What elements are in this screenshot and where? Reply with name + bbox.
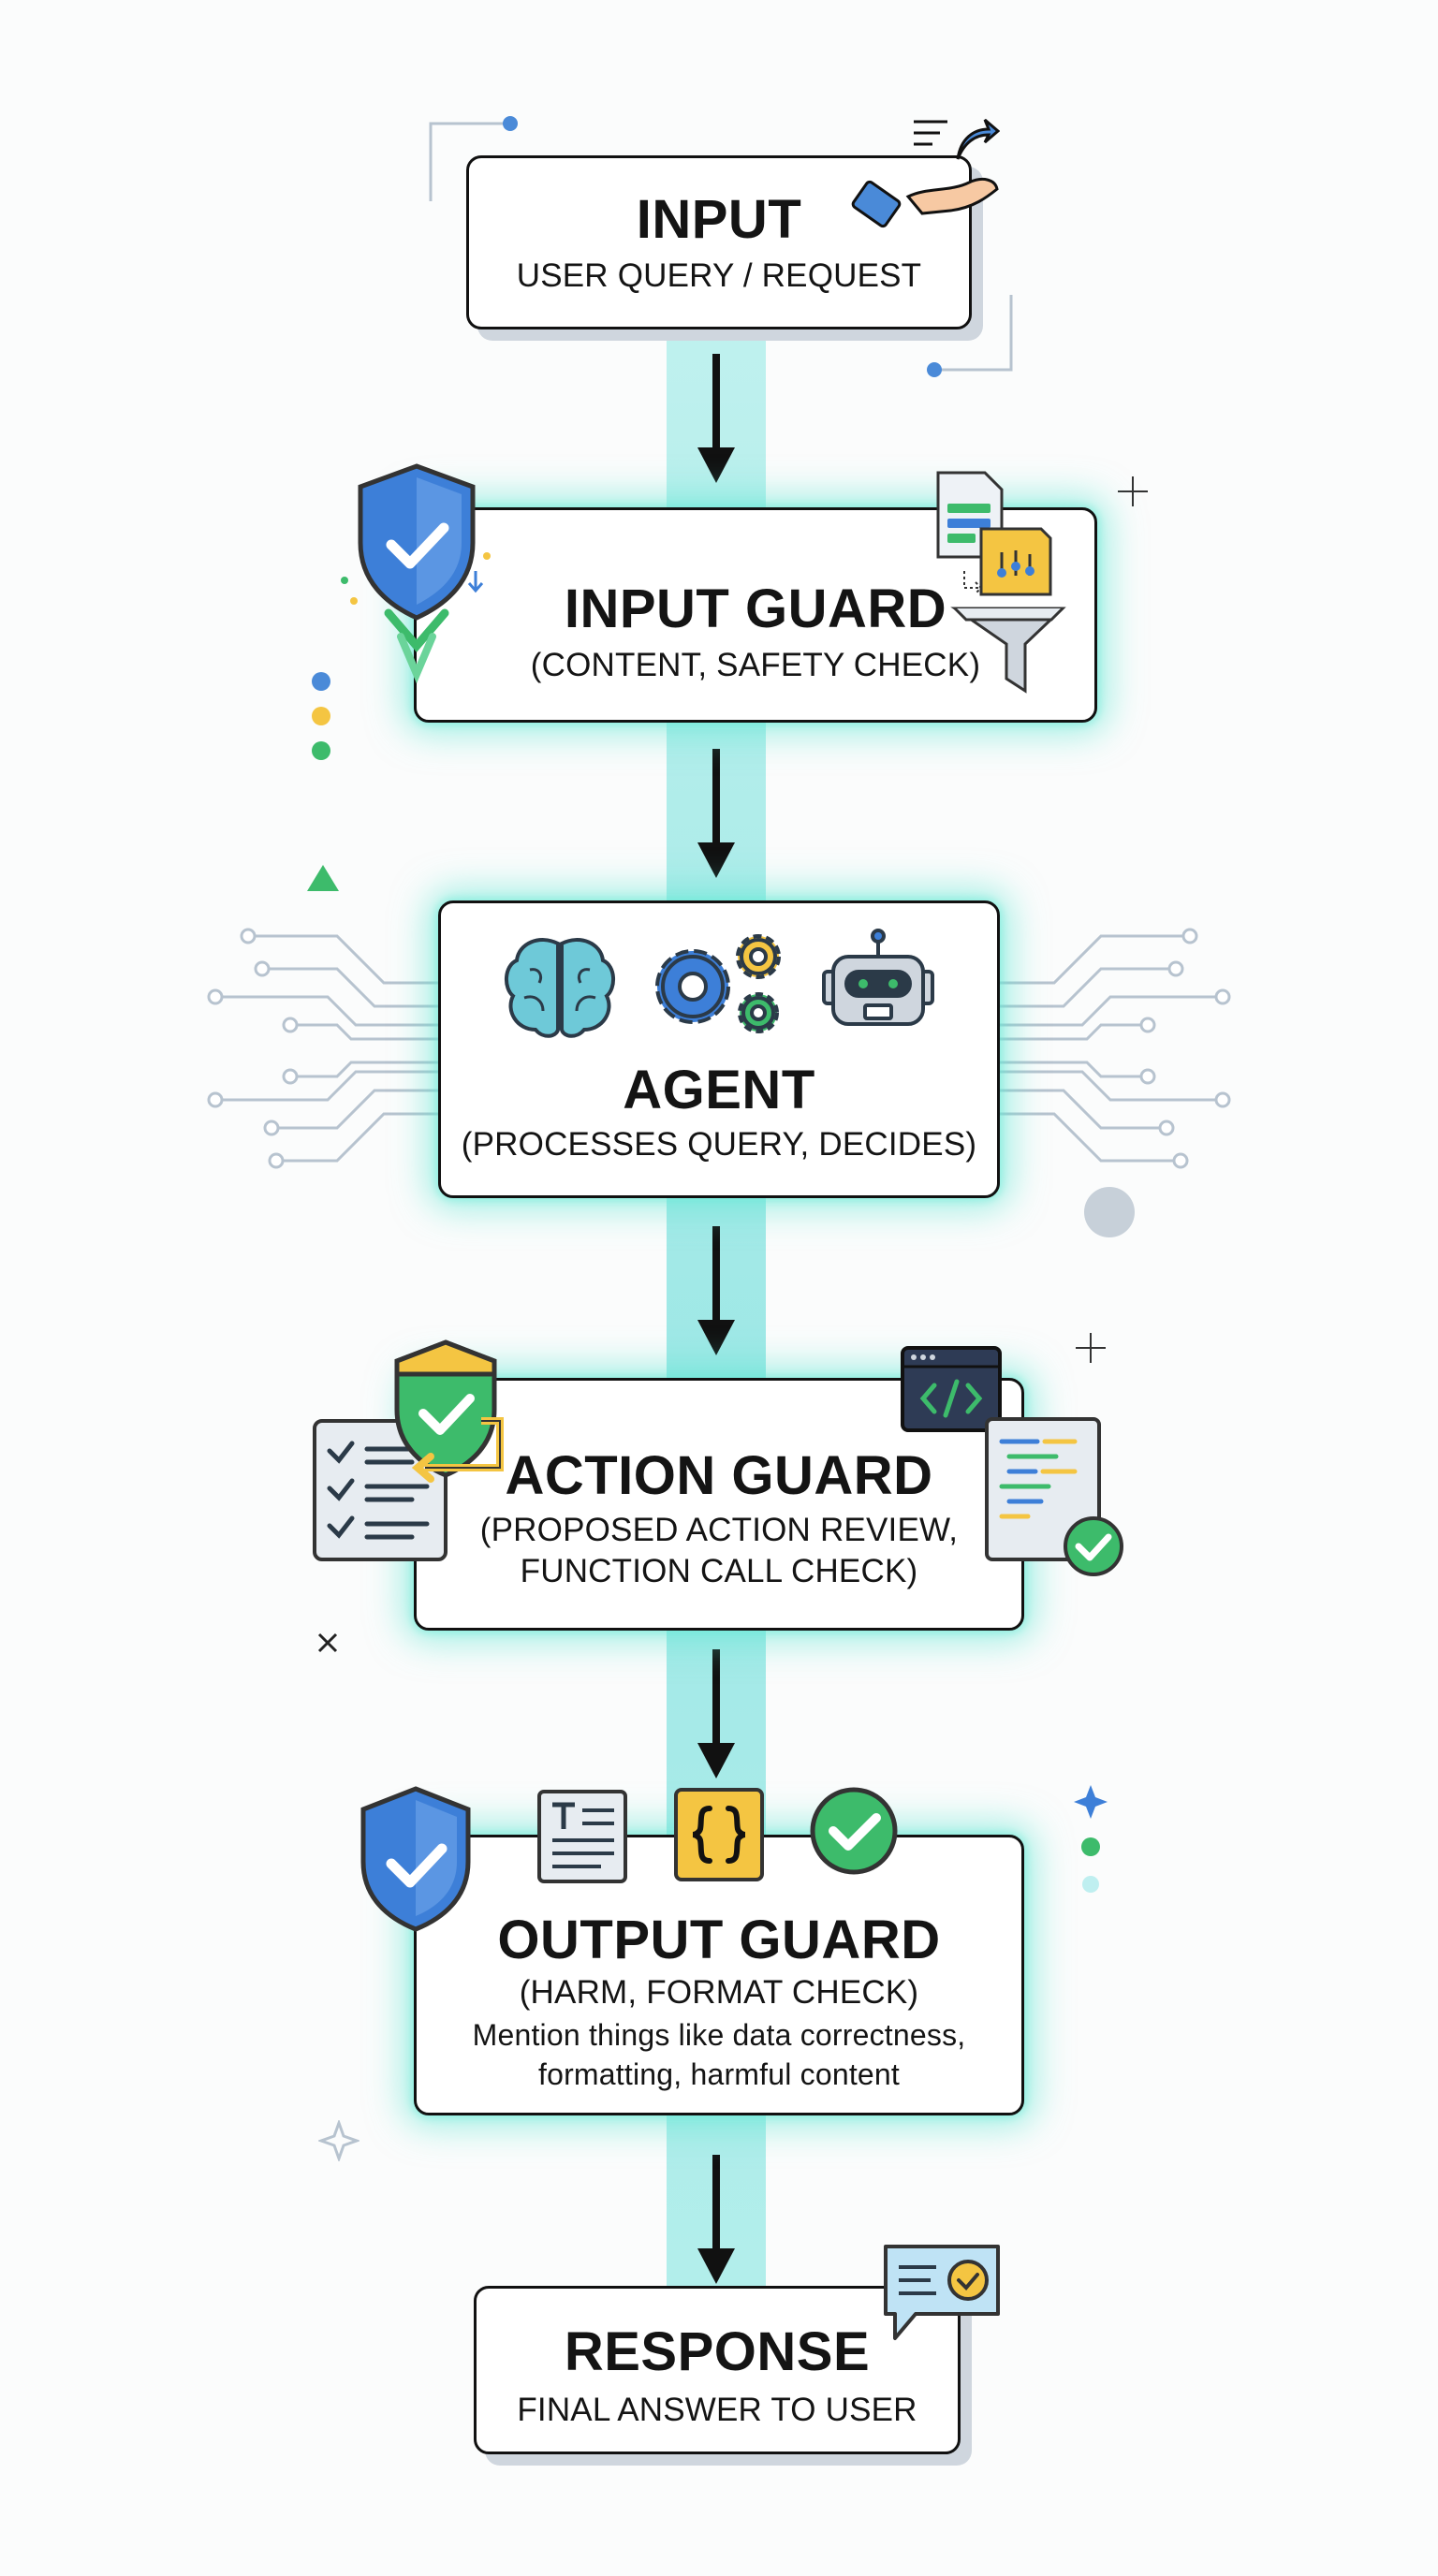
corner-line-decoration: [429, 116, 518, 201]
step-subtitle: (PROCESSES QUERY, DECIDES): [461, 1126, 977, 1163]
code-file-check-icon: [985, 1417, 1123, 1576]
down-arrow-icon: [697, 2155, 735, 2284]
shield-check-icon: [360, 1786, 471, 1932]
triangle-decoration: [307, 865, 339, 891]
sparkle-decoration: [1076, 1333, 1106, 1363]
step-title: INPUT GUARD: [564, 578, 947, 639]
step-subtitle-line2: FUNCTION CALL CHECK): [520, 1553, 918, 1589]
step-subtitle: FINAL ANSWER TO USER: [517, 2392, 917, 2428]
sparkle-decoration: [1118, 476, 1148, 506]
sparkle-decoration: [318, 2120, 360, 2161]
json-braces-icon: [674, 1788, 764, 1881]
step-subtitle: USER QUERY / REQUEST: [516, 257, 922, 294]
step-title: AGENT: [623, 1060, 815, 1120]
action-guard-step-box: ACTION GUARD (PROPOSED ACTION REVIEW, FU…: [414, 1378, 1024, 1631]
agent-step-box: AGENT (PROCESSES QUERY, DECIDES): [438, 900, 1000, 1198]
chat-bubble-check-icon: [884, 2245, 1000, 2340]
circuit-lines-left: [207, 928, 440, 1169]
corner-line-decoration: [927, 295, 1013, 377]
step-title: INPUT: [636, 189, 802, 250]
dots-decoration: [312, 672, 330, 760]
input-step-box: INPUT USER QUERY / REQUEST: [466, 155, 972, 329]
gears-icon: [655, 934, 781, 1033]
output-guard-step-box: OUTPUT GUARD (HARM, FORMAT CHECK) Mentio…: [414, 1835, 1024, 2115]
step-subtitle-line1: (PROPOSED ACTION REVIEW,: [479, 1512, 959, 1548]
step-subtitle: (HARM, FORMAT CHECK): [519, 1974, 919, 2011]
hand-offering-icon: [851, 178, 999, 228]
x-decoration: [317, 1632, 338, 1653]
brain-icon: [505, 938, 615, 1038]
shield-check-icon: [341, 463, 491, 683]
step-title: RESPONSE: [564, 2321, 871, 2382]
check-circle-icon: [810, 1787, 898, 1875]
response-step-box: RESPONSE FINAL ANSWER TO USER: [474, 2286, 961, 2454]
funnel-filter-icon: [936, 471, 1066, 694]
send-arrow-icon: [914, 118, 1000, 160]
sparkle-dots-decoration: [1074, 1785, 1108, 1893]
step-subtitle: (CONTENT, SAFETY CHECK): [530, 647, 981, 683]
step-title: OUTPUT GUARD: [497, 1910, 941, 1970]
down-arrow-icon: [697, 749, 735, 878]
circuit-lines-right: [998, 928, 1231, 1169]
circle-decoration: [1084, 1187, 1135, 1237]
robot-icon: [822, 929, 934, 1026]
down-arrow-icon: [697, 1649, 735, 1778]
shield-check-icon: [394, 1339, 504, 1483]
step-note-line2: formatting, harmful content: [537, 2057, 901, 2091]
step-title: ACTION GUARD: [505, 1445, 933, 1506]
step-note-line1: Mention things like data correctness,: [472, 2018, 966, 2052]
down-arrow-icon: [697, 1226, 735, 1355]
down-arrow-icon: [697, 354, 735, 483]
text-document-icon: [537, 1790, 627, 1883]
code-window-icon: [901, 1346, 1002, 1432]
